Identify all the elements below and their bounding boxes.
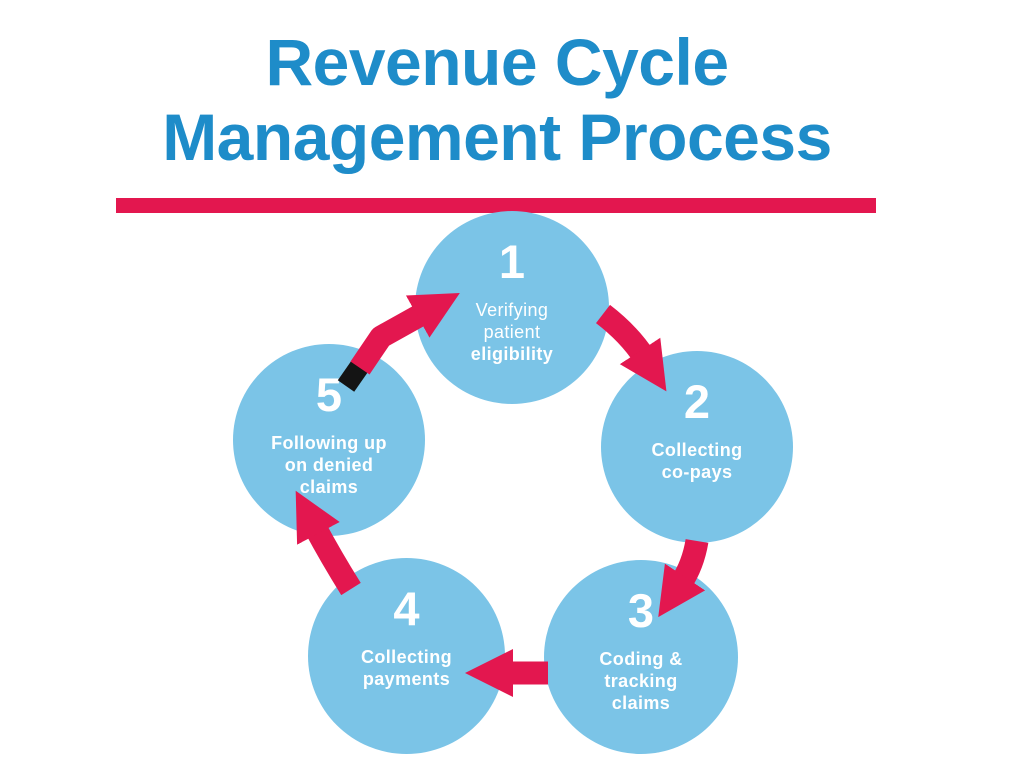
arrow-1-to-2-icon	[595, 304, 667, 392]
step-label-line: payments	[362, 669, 451, 689]
step-label: Collecting payments	[361, 646, 452, 690]
step-number: 3	[627, 584, 655, 637]
step-label-line: Collecting	[651, 440, 743, 460]
step-circle-5: 5 Following up on denied claims	[233, 344, 425, 536]
step-label-line: Collecting	[360, 647, 452, 667]
page-title: Revenue Cycle Management Process	[0, 25, 1009, 175]
page-title-line-2: Management Process	[162, 100, 832, 174]
step-number: 5	[315, 368, 343, 421]
step-label-line: Following up	[271, 433, 387, 453]
step-number: 1	[498, 235, 526, 288]
step-circle-3: 3 Coding & tracking claims	[544, 560, 738, 754]
step-label-line: eligibility	[470, 344, 554, 364]
step-label-line: co-pays	[661, 462, 733, 482]
step-number: 2	[683, 375, 711, 428]
step-circle-1: 1 Verifying patient eligibility	[415, 211, 609, 404]
step-label-line: on denied	[284, 455, 374, 475]
title-underline	[116, 198, 876, 213]
step-label-line: Verifying	[475, 300, 549, 320]
step-label: Collecting co-pays	[651, 439, 742, 483]
step-label: Following up on denied claims	[271, 432, 387, 498]
step-label-line: claims	[611, 693, 671, 713]
step-label-line: claims	[299, 477, 359, 497]
step-circle-4: 4 Collecting payments	[308, 558, 505, 754]
step-label-line: tracking	[604, 671, 678, 691]
step-label: Verifying patient eligibility	[471, 299, 553, 365]
step-circle-2: 2 Collecting co-pays	[601, 351, 793, 543]
step-label-line: Coding &	[599, 649, 683, 669]
step-number: 4	[393, 582, 420, 635]
page-title-line-1: Revenue Cycle	[265, 25, 729, 99]
step-label: Coding & tracking claims	[599, 648, 682, 714]
step-label-line: patient	[483, 322, 541, 342]
